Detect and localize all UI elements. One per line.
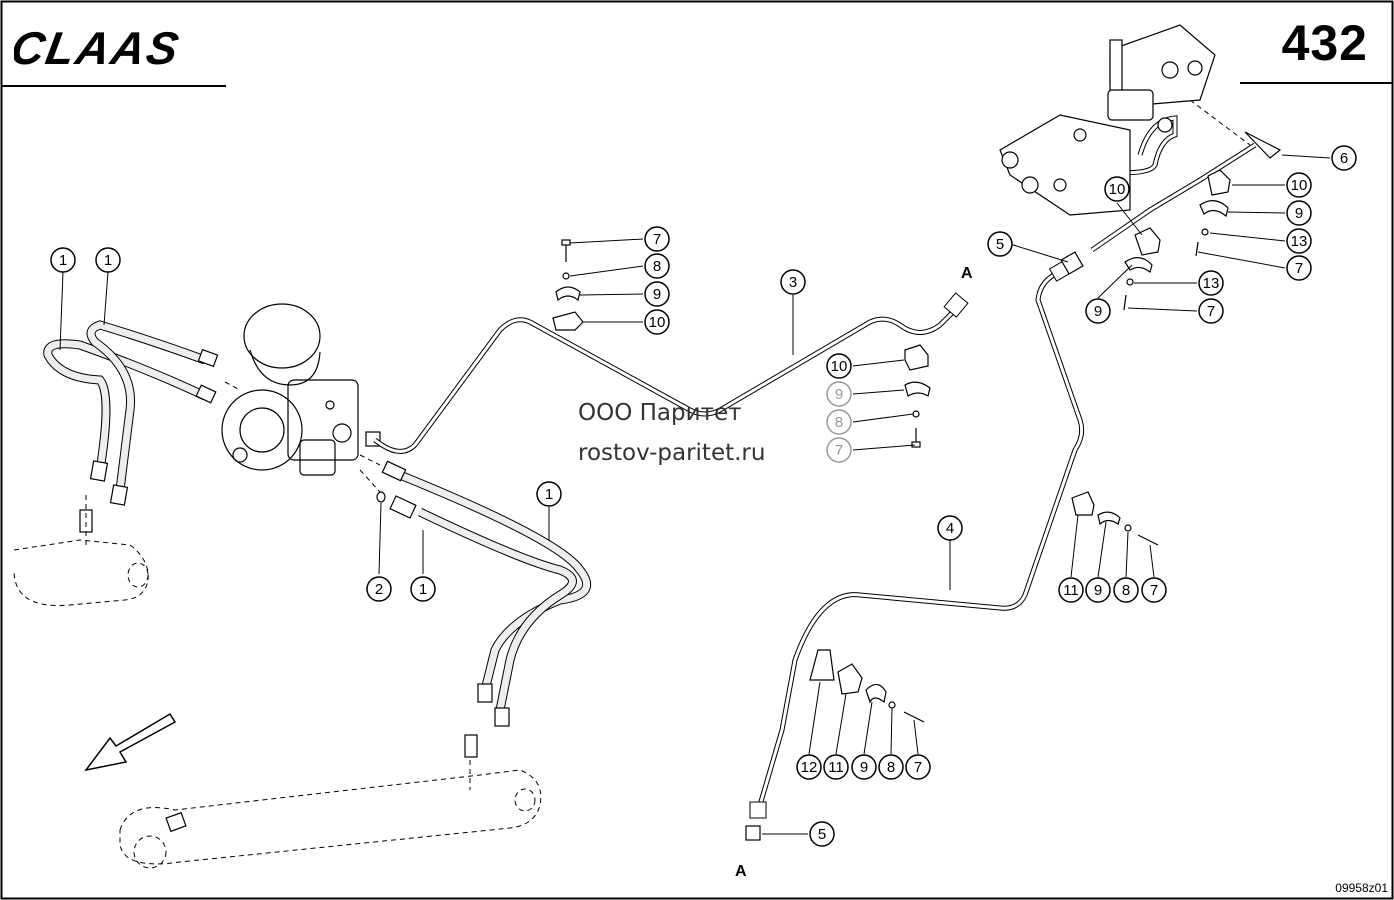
dashed-leaders [85, 99, 1251, 790]
drawing-id: 09958z01 [1335, 881, 1388, 895]
page-number: 432 [1281, 15, 1368, 71]
control-valve-bank [999, 24, 1216, 216]
direction-arrow [84, 712, 177, 772]
accumulator-valve-block [221, 303, 359, 476]
upper-cylinder [13, 539, 149, 607]
lower-cylinder [119, 769, 542, 869]
brand-logo-text: CLAAS [14, 22, 184, 72]
pipe-6 [1090, 115, 1282, 253]
pipe-3 [373, 292, 969, 454]
watermark-company: ООО Паритет [578, 400, 742, 426]
brand-logo: CLAAS [14, 22, 184, 72]
clamp-hardware [376, 169, 1231, 841]
callout-leaders [59, 154, 1331, 835]
watermark-url: rostov-paritet.ru [578, 440, 766, 466]
hose-fittings [79, 348, 510, 833]
hoses [43, 320, 592, 711]
